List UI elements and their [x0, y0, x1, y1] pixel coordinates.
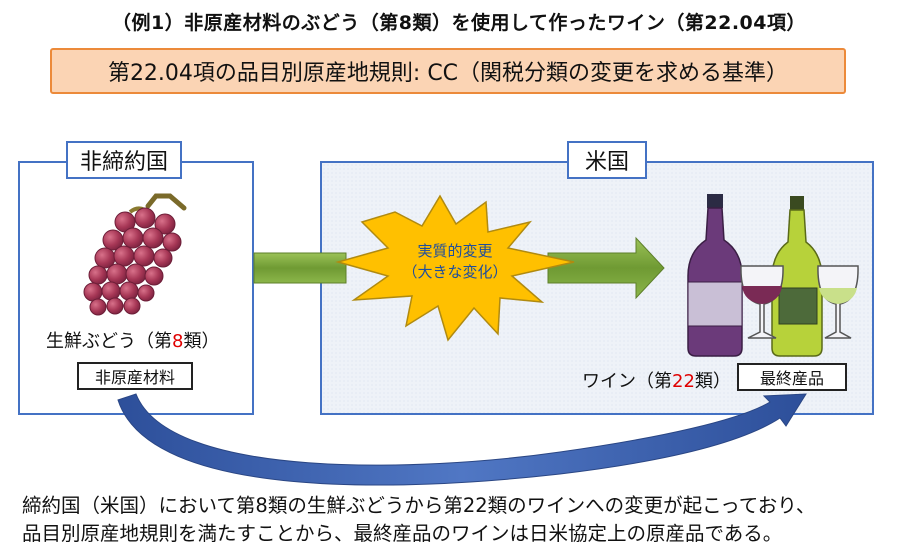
grape-product-prefix: 生鮮ぶどう（第	[46, 331, 172, 352]
wine-chapter-number: 22	[672, 371, 695, 392]
page-title: （例1）非原産材料のぶどう（第8類）を使用して作ったワイン（第22.04項）	[112, 12, 806, 34]
transformation-burst	[335, 194, 575, 342]
conclusion-line1: 締約国（米国）において第8類の生鮮ぶどうから第22類のワインへの変更が起こってお…	[22, 494, 816, 517]
rule-banner: 第22.04項の品目別原産地規則: CC（関税分類の変更を求める基準）	[50, 48, 846, 94]
nonparty-country-label: 非締約国	[66, 141, 182, 179]
grape-icon	[83, 193, 187, 316]
flow-arrow-left	[253, 252, 347, 284]
conclusion-text: 締約国（米国）において第8類の生鮮ぶどうから第22類のワインへの変更が起こってお…	[22, 492, 912, 548]
transformation-line1: 実質的変更	[417, 242, 493, 260]
origin-curve-arrow	[117, 393, 807, 486]
transformation-text: 実質的変更 （大きな変化）	[390, 241, 520, 283]
conclusion-line2: 品目別原産地規則を満たすことから、最終産品のワインは日米協定上の原産品である。	[22, 522, 783, 545]
wine-product-suffix: 類）	[694, 371, 731, 392]
transformation-line2: （大きな変化）	[402, 263, 508, 281]
grape-chapter-number: 8	[172, 331, 184, 352]
final-product-tag: 最終産品	[737, 363, 847, 391]
us-country-label: 米国	[567, 141, 647, 179]
wine-product-label: ワイン（第22類）	[582, 367, 731, 393]
grape-product-label: 生鮮ぶどう（第8類）	[46, 327, 246, 353]
wine-product-prefix: ワイン（第	[582, 371, 672, 392]
wine-icon	[687, 194, 859, 357]
nonoriginating-material-tag: 非原産材料	[77, 362, 193, 390]
grape-product-suffix: 類）	[183, 331, 220, 352]
flow-arrow-right	[547, 236, 665, 300]
